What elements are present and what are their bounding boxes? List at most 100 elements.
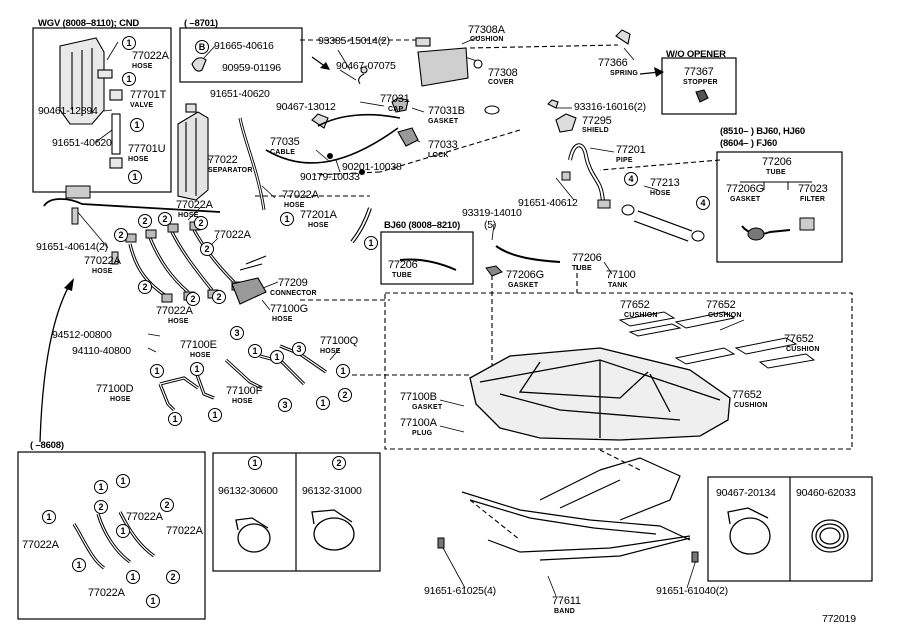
marker-1: 1: [336, 364, 350, 378]
bl-77022A-4[interactable]: 77022A: [88, 587, 125, 599]
part-77035-name: CABLE: [270, 149, 296, 156]
part-77213[interactable]: 77213: [650, 177, 680, 189]
marker-4: 4: [696, 196, 710, 210]
part-77209[interactable]: 77209: [278, 277, 308, 289]
part-77308A[interactable]: 77308A: [468, 24, 505, 36]
wgv-header: WGV (8008–8110); CND: [38, 18, 140, 29]
clamp-part-96132-31000[interactable]: 96132-31000: [302, 485, 362, 497]
part-91665-40616[interactable]: 91665-40616: [214, 40, 274, 52]
part-77652-1[interactable]: 77652: [620, 299, 650, 311]
flow-arrow: [39, 283, 71, 443]
part-77206-main[interactable]: 77206: [572, 252, 602, 264]
part-77366[interactable]: 77366: [598, 57, 628, 69]
part-90467-13012[interactable]: 90467-13012: [276, 101, 336, 113]
clamp-part-96132-30600[interactable]: 96132-30600: [218, 485, 278, 497]
part-77023-name: FILTER: [800, 196, 826, 203]
part-91651-61025[interactable]: 91651-61025(4): [424, 585, 496, 597]
part-91651-40614[interactable]: 91651-40614(2): [36, 241, 108, 253]
part-77100E[interactable]: 77100E: [180, 339, 217, 351]
part-77022A-1[interactable]: 77022A: [132, 50, 169, 62]
part-94512-00800[interactable]: 94512-00800: [52, 329, 112, 341]
part-77035[interactable]: 77035: [270, 136, 300, 148]
part-93316-16016[interactable]: 93316-16016(2): [574, 101, 646, 113]
part-77206G-box[interactable]: 77206G: [506, 269, 544, 281]
part-77206-right[interactable]: 77206: [762, 156, 792, 168]
part-77206-box-name: TUBE: [392, 272, 412, 279]
part-77367[interactable]: 77367: [684, 66, 714, 78]
part-90467-07075[interactable]: 90467-07075: [336, 60, 396, 72]
part-77701U[interactable]: 77701U: [128, 143, 166, 155]
part-77295[interactable]: 77295: [582, 115, 612, 127]
part-93319-qty: (5): [484, 219, 497, 231]
part-77206G-right[interactable]: 77206G: [726, 183, 764, 195]
early-hose-box: [17, 451, 206, 620]
part-77652-4[interactable]: 77652: [732, 389, 762, 401]
marker-2: 2: [158, 212, 172, 226]
part-77701T[interactable]: 77701T: [130, 89, 167, 101]
part-77100A[interactable]: 77100A: [400, 417, 437, 429]
part-77022A-5[interactable]: 77022A: [84, 255, 121, 267]
marker-2: 2: [186, 292, 200, 306]
part-77022[interactable]: 77022: [208, 154, 238, 166]
part-77022A-6[interactable]: 77022A: [156, 305, 193, 317]
part-77213-name: HOSE: [650, 190, 671, 197]
part-77033[interactable]: 77033: [428, 139, 458, 151]
part-94110-40800[interactable]: 94110-40800: [72, 345, 131, 357]
part-93385-15014[interactable]: 93385-15014(2): [318, 35, 390, 47]
part-77100Q[interactable]: 77100Q: [320, 335, 358, 347]
part-77100G[interactable]: 77100G: [270, 303, 308, 315]
part-77031[interactable]: 77031: [380, 93, 410, 105]
early-cap-box: [179, 27, 303, 83]
part-90179-10033[interactable]: 90179-10033: [300, 171, 360, 183]
marker-1: 1: [72, 558, 86, 572]
part-77366-name: SPRING: [610, 70, 639, 77]
part-91651-40620-b[interactable]: 91651-40620: [52, 137, 112, 149]
part-77022A-3-name: HOSE: [178, 212, 199, 219]
part-77206-box[interactable]: 77206: [388, 259, 418, 271]
part-77652-2-name: CUSHION: [708, 312, 742, 319]
part-77033-name: LOCK: [428, 152, 449, 159]
part-77652-3[interactable]: 77652: [784, 333, 814, 345]
part-77022A-4[interactable]: 77022A: [214, 229, 251, 241]
part-77652-2[interactable]: 77652: [706, 299, 736, 311]
part-77022A-3[interactable]: 77022A: [176, 199, 213, 211]
part-90959-01196[interactable]: 90959-01196: [222, 62, 281, 74]
part-77100D[interactable]: 77100D: [96, 383, 134, 395]
part-91651-61040[interactable]: 91651-61040(2): [656, 585, 728, 597]
part-77201A[interactable]: 77201A: [300, 209, 337, 221]
marker-2: 2: [166, 570, 180, 584]
part-77611[interactable]: 77611: [552, 595, 581, 607]
part-90460-62033[interactable]: 90460-62033: [796, 487, 856, 499]
part-77022A-2[interactable]: 77022A: [282, 189, 319, 201]
part-90467-20134[interactable]: 90467-20134: [716, 487, 776, 499]
part-77022A-5-name: HOSE: [92, 268, 113, 275]
bl-77022A-2[interactable]: 77022A: [166, 525, 203, 537]
marker-1: 1: [42, 510, 56, 524]
part-77308[interactable]: 77308: [488, 67, 518, 79]
part-77100B[interactable]: 77100B: [400, 391, 437, 403]
opener-cable: [317, 113, 401, 127]
part-77023[interactable]: 77023: [798, 183, 828, 195]
marker-1: 1: [146, 594, 160, 608]
part-77100[interactable]: 77100: [606, 269, 636, 281]
bl-77022A-3[interactable]: 77022A: [22, 539, 59, 551]
part-93319-14010[interactable]: 93319-14010: [462, 207, 522, 219]
part-77100F[interactable]: 77100F: [226, 385, 263, 397]
bj60-header-2: (8604– ) FJ60: [720, 138, 778, 149]
part-77206-right-name: TUBE: [766, 169, 786, 176]
bj60-filter-box: [716, 151, 843, 263]
part-77022A-6-name: HOSE: [168, 318, 189, 325]
bl-77022A-1[interactable]: 77022A: [126, 511, 163, 523]
marker-1: 1: [128, 170, 142, 184]
marker-3: 3: [278, 398, 292, 412]
part-90201-10038[interactable]: 90201-10038: [342, 161, 402, 173]
part-91651-40620-a[interactable]: 91651-40620: [210, 88, 270, 100]
part-91651-40612[interactable]: 91651-40612: [518, 197, 578, 209]
part-90461-12894[interactable]: 90461-12894: [38, 105, 98, 117]
cushion-strip-2: [674, 311, 736, 329]
marker-1: 1: [94, 480, 108, 494]
marker-1: 1: [248, 456, 262, 470]
part-77201[interactable]: 77201: [616, 144, 646, 156]
part-77031B[interactable]: 77031B: [428, 105, 465, 117]
